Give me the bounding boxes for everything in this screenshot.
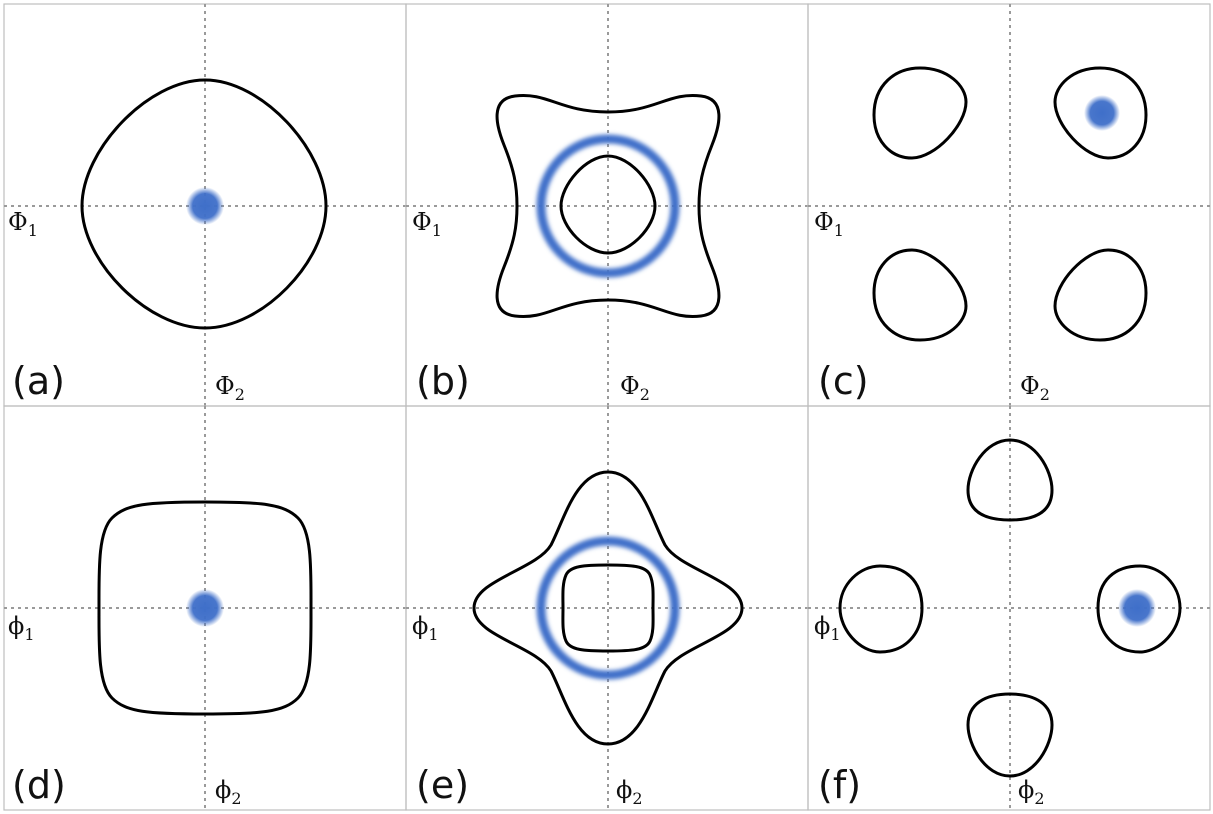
panel-f-well-right [1096, 564, 1182, 654]
panel-e-x-axis-label: ϕ1 [412, 612, 439, 644]
panel-a-blob [186, 187, 224, 225]
panel-c-well-top-left [872, 66, 968, 160]
panel-f-well-left [838, 564, 924, 654]
panel-c: (c) Φ1 Φ2 [807, 3, 1211, 407]
panel-e-y-axis-label: ϕ2 [616, 776, 643, 808]
panel-f-well-top [966, 438, 1054, 522]
panel-d-label: (d) [12, 763, 66, 807]
panel-c-well-bottom-left [872, 248, 968, 342]
panel-b-y-axis-label: Φ2 [620, 372, 650, 404]
panel-f-y-axis-label: ϕ2 [1018, 776, 1045, 808]
panel-c-blob [1084, 95, 1120, 131]
panel-d-x-axis-label: ϕ1 [8, 612, 35, 644]
panel-b: (b) Φ1 Φ2 [405, 3, 809, 407]
panel-c-border [807, 3, 1211, 407]
panel-b-outer-contour [495, 93, 721, 319]
panel-e-label: (e) [416, 763, 469, 807]
panel-b-label: (b) [416, 359, 470, 403]
panel-d: (d) ϕ1 ϕ2 [3, 405, 407, 811]
panel-b-ring [536, 134, 680, 278]
panel-f-label: (f) [818, 763, 861, 807]
panel-c-label: (c) [818, 359, 869, 403]
panel-c-well-top-right [1053, 66, 1148, 160]
panel-d-y-axis-label: ϕ2 [215, 776, 242, 808]
panel-c-well-bottom-right [1053, 248, 1148, 342]
panel-e: (e) ϕ1 ϕ2 [405, 405, 809, 811]
panel-b-inner-contour [559, 154, 657, 255]
panel-f-blob [1118, 589, 1156, 627]
panel-c-x-axis-label: Φ1 [814, 208, 844, 240]
panel-e-inner-contour [561, 563, 655, 653]
panel-d-contour [97, 500, 313, 716]
panel-a-x-axis-label: Φ1 [8, 208, 38, 240]
panel-e-outer-contour [472, 470, 744, 746]
panel-a: (a) Φ1 Φ2 [3, 3, 407, 407]
panel-b-border [405, 3, 809, 407]
panel-a-label: (a) [12, 359, 65, 403]
panel-f-x-axis-label: ϕ1 [814, 612, 841, 644]
panel-f: (f) ϕ1 ϕ2 [807, 405, 1211, 811]
panel-e-ring [536, 536, 680, 680]
panel-c-y-axis-label: Φ2 [1020, 372, 1050, 404]
panel-a-y-axis-label: Φ2 [215, 372, 245, 404]
panel-f-well-bottom [966, 692, 1054, 778]
panel-d-blob [186, 589, 224, 627]
panel-a-contour [80, 78, 328, 330]
panel-b-x-axis-label: Φ1 [412, 208, 442, 240]
